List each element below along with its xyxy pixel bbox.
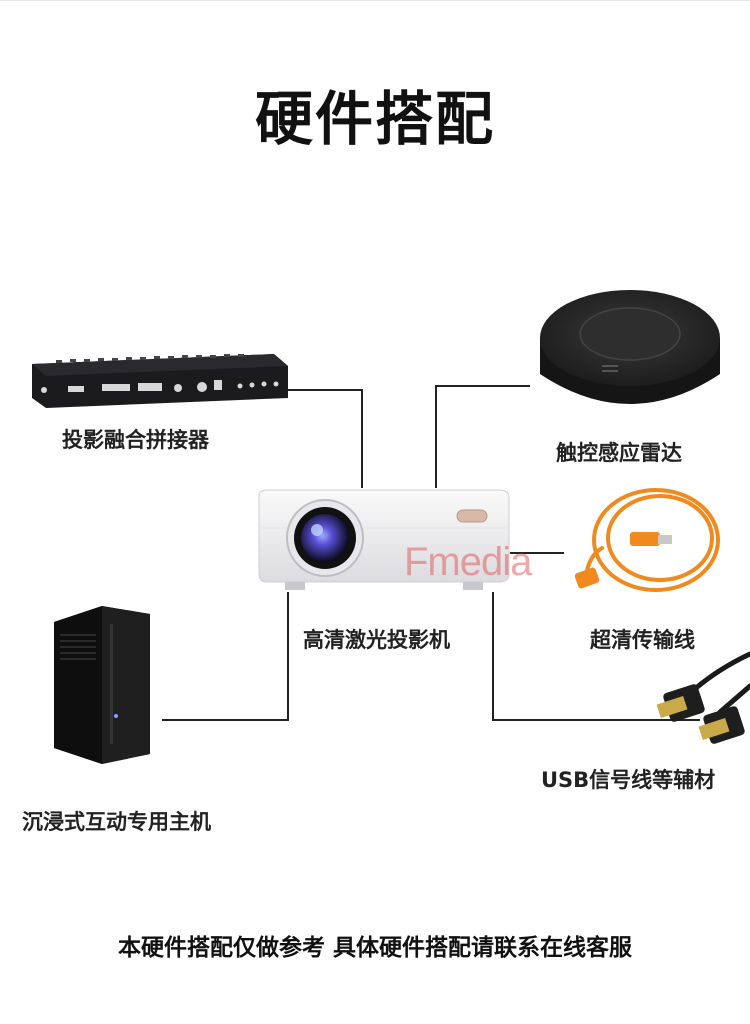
footer-note: 本硬件搭配仅做参考 具体硬件搭配请联系在线客服	[117, 935, 632, 961]
top-divider	[0, 0, 750, 1]
usb-label: USB信号线等辅材	[541, 768, 716, 792]
blender-label: 投影融合拼接器	[62, 428, 209, 452]
watermark-text: Fmedia	[404, 540, 532, 584]
line-usb	[492, 592, 700, 721]
host-label: 沉浸式互动专用主机	[22, 810, 211, 834]
line-blender	[284, 389, 363, 488]
cable-label: 超清传输线	[590, 628, 695, 652]
radar-device-image	[540, 290, 720, 404]
usb-cable-device-image	[656, 651, 750, 744]
radar-label: 触控感应雷达	[556, 441, 682, 465]
page-title: 硬件搭配	[254, 85, 495, 153]
host-device-image	[54, 606, 150, 764]
projector-label: 高清激光投影机	[303, 628, 450, 652]
cable-device-image	[574, 488, 720, 592]
projector-device-image	[258, 489, 510, 590]
line-host	[162, 592, 289, 721]
blender-device-image	[32, 354, 288, 408]
line-radar	[435, 385, 530, 488]
